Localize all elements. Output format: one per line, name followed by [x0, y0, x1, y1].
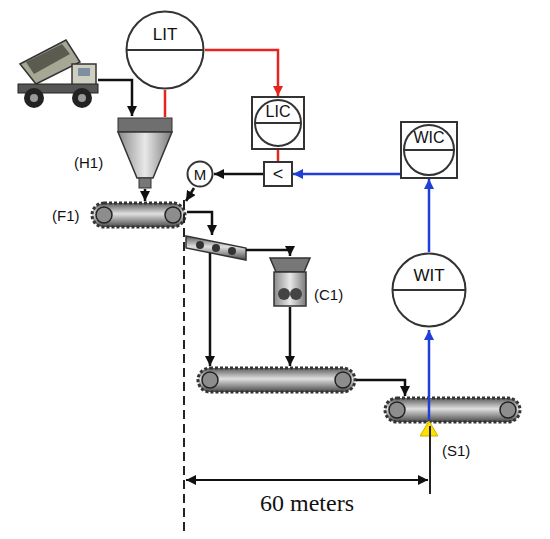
hopper [118, 118, 172, 188]
tag-text: WIT [413, 267, 444, 284]
tag-outline [391, 252, 467, 328]
part-label: (S1) [442, 442, 470, 460]
speed-signal [214, 173, 263, 176]
tag-text: < [273, 165, 284, 183]
part-label: (H1) [74, 154, 103, 171]
vibrating-screen [186, 236, 246, 260]
level-transmitter: LIT [125, 10, 205, 90]
weight-controller: WIC [400, 121, 458, 179]
dump-truck [18, 40, 98, 108]
dimension-label: 60 meters [260, 490, 354, 516]
dimension-label: 60 meters [260, 490, 354, 516]
crusher [270, 258, 310, 306]
belt-conveyor [198, 368, 355, 392]
level-signal [205, 50, 278, 96]
tag-outline [125, 10, 205, 90]
weight-signal [293, 173, 400, 176]
weight-signal [428, 179, 431, 252]
belt-conveyor [385, 398, 520, 422]
tag-text: WIC [413, 130, 444, 146]
weight-transmitter: WIT [391, 252, 467, 328]
low-selector: < [263, 161, 293, 187]
part-label: (H1) [74, 154, 103, 172]
part-label: (F1) [52, 207, 80, 225]
part-label: (C1) [314, 286, 343, 304]
tag-text: LIC [266, 104, 291, 120]
level-signal [277, 150, 280, 161]
motor: M [186, 160, 214, 188]
tag-text: LIT [153, 26, 178, 43]
part-label: (F1) [52, 207, 80, 224]
part-label: (C1) [314, 286, 343, 303]
tag-text: M [194, 167, 207, 182]
part-label: (S1) [442, 442, 470, 459]
level-controller: LIC [251, 96, 305, 150]
feeder-conveyor [92, 203, 185, 227]
